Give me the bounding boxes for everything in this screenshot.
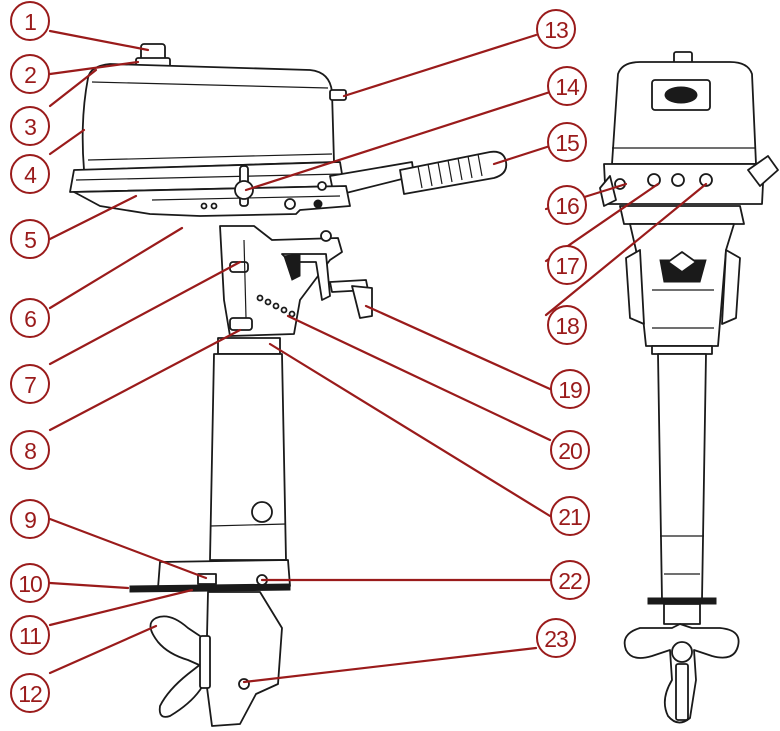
front-stern-bracket [629, 223, 735, 347]
callout-17: 17 [547, 245, 587, 285]
callout-1-label: 1 [24, 9, 36, 35]
callout-23: 23 [536, 618, 576, 658]
lower-cowl [73, 185, 351, 217]
callout-7-label: 7 [24, 372, 36, 398]
callout-22-label: 22 [558, 568, 582, 594]
front-view-motor [599, 51, 779, 724]
callout-5-label: 5 [24, 227, 36, 253]
callout-22: 22 [550, 560, 590, 600]
callout-12-label: 12 [18, 681, 42, 707]
callout-2-label: 2 [24, 62, 36, 88]
callout-21-label: 21 [558, 504, 582, 530]
callout-5: 5 [10, 219, 50, 259]
callout-3-label: 3 [24, 114, 36, 140]
callout-9-label: 9 [24, 507, 36, 533]
callout-20-label: 20 [558, 438, 582, 464]
callout-10: 10 [10, 563, 50, 603]
callout-8-label: 8 [24, 438, 36, 464]
callout-18: 18 [547, 305, 587, 345]
callout-9: 9 [10, 499, 50, 539]
engine-cover [81, 63, 335, 171]
leader-lines [48, 29, 708, 684]
callout-10-label: 10 [18, 571, 42, 597]
callout-20: 20 [550, 430, 590, 470]
callout-21: 21 [550, 496, 590, 536]
callouts: 1 2 3 4 5 6 7 8 9 10 11 12 13 14 15 16 1… [10, 1, 590, 713]
callout-4: 4 [10, 154, 50, 194]
gearcase [205, 591, 283, 727]
front-engine-cover [611, 61, 757, 165]
side-view-motor [69, 43, 508, 727]
callout-14: 14 [547, 66, 587, 106]
callout-11-label: 11 [19, 623, 41, 649]
callout-14-label: 14 [555, 74, 580, 100]
front-shaft [657, 353, 707, 601]
callout-8: 8 [10, 430, 50, 470]
callout-6-label: 6 [24, 306, 36, 332]
callout-13-label: 13 [544, 17, 568, 43]
callout-1: 1 [10, 1, 50, 41]
callout-18-label: 18 [555, 313, 579, 339]
callout-6: 6 [10, 298, 50, 338]
callout-13: 13 [536, 9, 576, 49]
callout-17-label: 17 [555, 253, 579, 279]
callout-16-label: 16 [555, 193, 579, 219]
callout-23-label: 23 [544, 626, 568, 652]
callout-11: 11 [10, 615, 50, 655]
tiller-grip [399, 150, 508, 195]
callout-19-label: 19 [558, 377, 582, 403]
callout-7: 7 [10, 364, 50, 404]
callout-16: 16 [547, 185, 587, 225]
callout-2: 2 [10, 54, 50, 94]
callout-12: 12 [10, 673, 50, 713]
side-propeller [149, 615, 207, 669]
callout-15: 15 [547, 122, 587, 162]
callout-19: 19 [550, 369, 590, 409]
callout-3: 3 [10, 106, 50, 146]
callout-15-label: 15 [555, 130, 579, 156]
callout-4-label: 4 [24, 162, 37, 188]
shaft-housing [209, 353, 287, 561]
